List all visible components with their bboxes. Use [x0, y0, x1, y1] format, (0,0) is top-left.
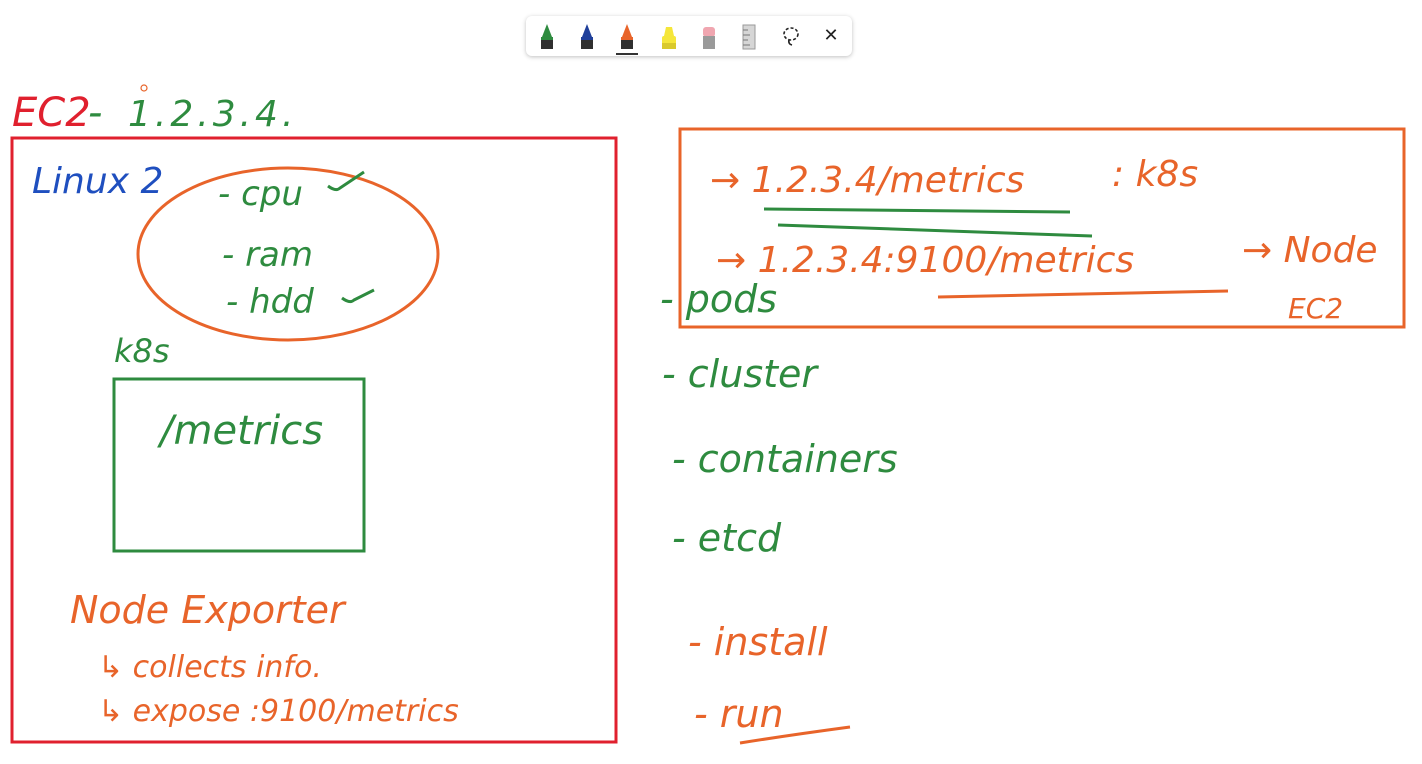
- k8s-label: k8s: [114, 332, 170, 370]
- k8s-item-etcd: - etcd: [672, 516, 782, 560]
- k8s-item-pods: - pods: [660, 277, 777, 321]
- endpoint-2-url: → 1.2.3.4:9100/metrics: [716, 240, 1134, 281]
- eraser-icon[interactable]: [690, 16, 728, 56]
- cursor-dot: [140, 84, 148, 92]
- resource-item-hdd: - hdd: [226, 282, 314, 322]
- drawing-toolbar: ✕: [526, 16, 852, 56]
- endpoint-1-underline-b: [777, 223, 1093, 238]
- step-run: - run: [694, 692, 784, 736]
- k8s-item-containers: - containers: [672, 437, 898, 481]
- node-exporter-title: Node Exporter: [70, 588, 347, 632]
- header-ip: 1.2.3.4.: [128, 94, 297, 135]
- endpoint-2-target: → Node: [1242, 230, 1378, 271]
- blue-pen-icon[interactable]: [568, 16, 606, 56]
- resource-item-cpu: - cpu: [218, 174, 303, 214]
- endpoint-2-underline: [937, 289, 1229, 299]
- close-icon[interactable]: ✕: [812, 16, 850, 56]
- header-label: EC2: [12, 90, 91, 136]
- endpoints-box: [678, 127, 1406, 329]
- endpoint-1-underline-a: [763, 207, 1071, 214]
- k8s-item-cluster: - cluster: [662, 352, 819, 396]
- lasso-select-icon[interactable]: [772, 16, 810, 56]
- endpoint-1-url: → 1.2.3.4/metrics: [710, 160, 1024, 201]
- ec2-box: [10, 136, 618, 744]
- ruler-icon[interactable]: [730, 16, 768, 56]
- metrics-box-text: /metrics: [157, 408, 323, 454]
- resources-ellipse: [136, 166, 440, 342]
- hdd-check-mark: [341, 288, 375, 304]
- os-label: Linux 2: [32, 161, 163, 202]
- orange-pen-icon[interactable]: [608, 16, 646, 56]
- run-underline: [739, 725, 851, 745]
- resource-item-ram: - ram: [222, 235, 313, 275]
- close-label: ✕: [823, 25, 839, 46]
- metrics-box: [112, 377, 366, 553]
- node-exporter-line-2: ↳ expose :9100/metrics: [98, 694, 459, 729]
- cpu-check-mark: [327, 170, 365, 192]
- step-install: - install: [688, 620, 828, 664]
- endpoint-1-target: : k8s: [1112, 154, 1198, 195]
- green-pen-icon[interactable]: [528, 16, 566, 56]
- node-exporter-line-1: ↳ collects info.: [98, 650, 322, 685]
- highlighter-icon[interactable]: [650, 16, 688, 56]
- header-dash: -: [88, 90, 102, 136]
- endpoint-2-sub: EC2: [1288, 292, 1343, 325]
